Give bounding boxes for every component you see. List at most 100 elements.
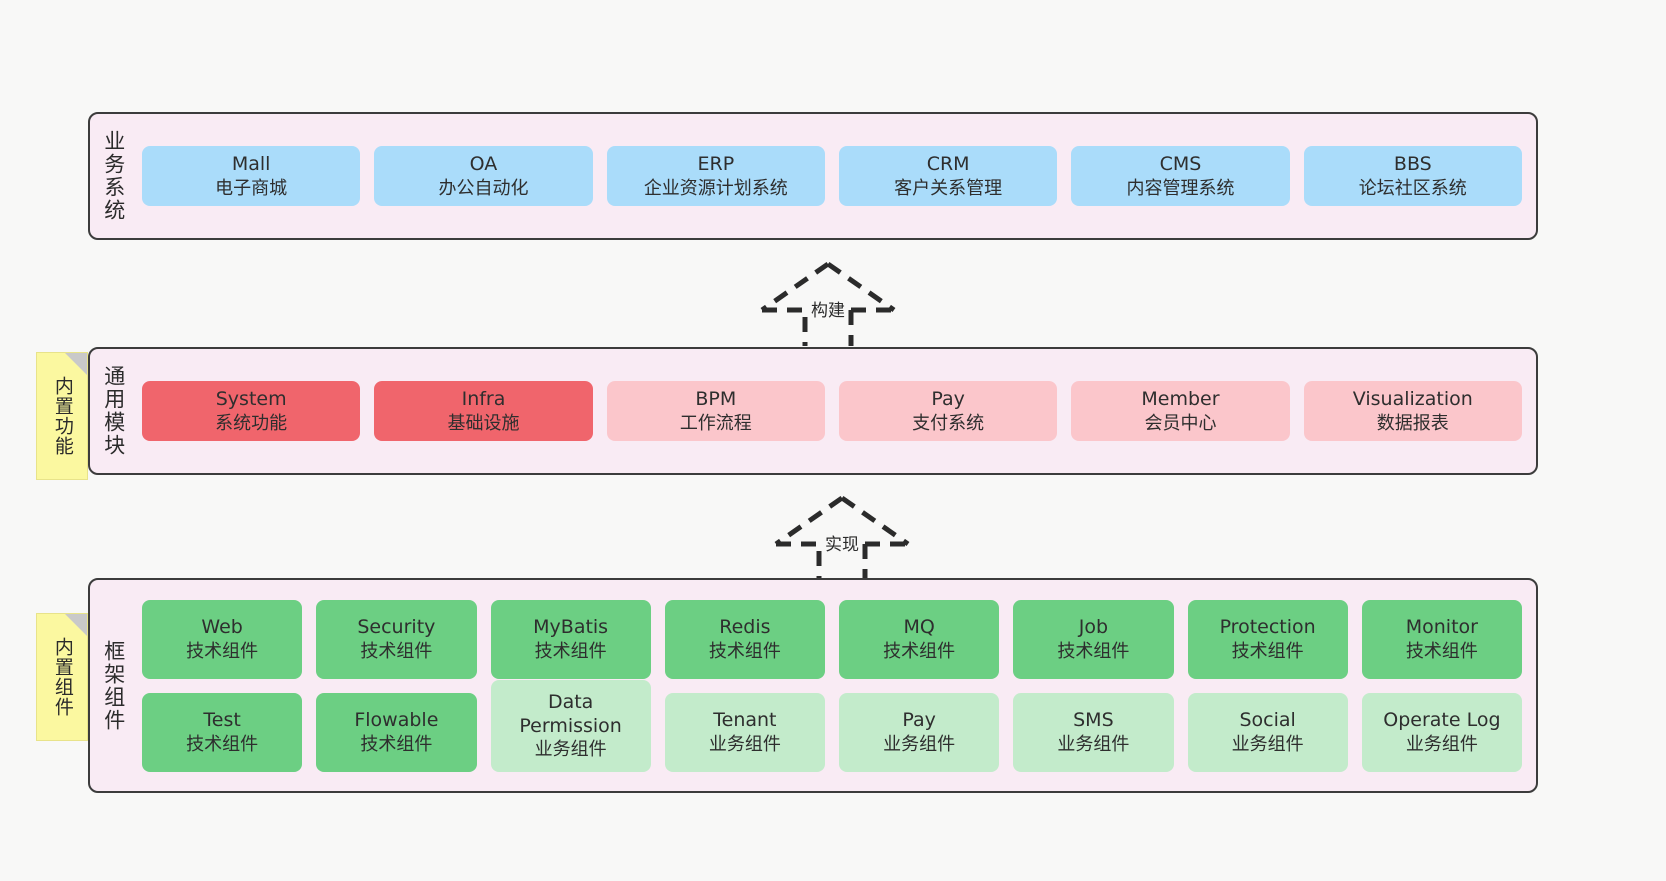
card-subtitle: 业务组件	[1231, 733, 1304, 755]
card-operate-log[interactable]: Operate Log 业务组件	[1361, 692, 1522, 772]
card-subtitle: 会员中心	[1144, 412, 1217, 434]
card-flowable[interactable]: Flowable 技术组件	[316, 692, 477, 772]
card-title: Security	[357, 616, 436, 639]
card-pay[interactable]: Pay 支付系统	[838, 381, 1058, 441]
sticky-note-builtin-functions: 内置功能	[36, 352, 88, 480]
card-row-technical: Web 技术组件 Security 技术组件 MyBatis 技术组件 Redi…	[142, 599, 1522, 679]
card-subtitle: 业务组件	[1405, 733, 1478, 755]
card-title: Web	[201, 616, 243, 639]
card-title: System	[215, 388, 287, 411]
card-crm[interactable]: CRM 客户关系管理	[838, 146, 1058, 206]
card-title: Redis	[719, 616, 771, 639]
card-infra[interactable]: Infra 基础设施	[374, 381, 593, 441]
card-subtitle: 论坛社区系统	[1358, 177, 1467, 199]
layer-body-common: System 系统功能 Infra 基础设施 BPM 工作流程 Pay 支付系统…	[136, 349, 1536, 473]
card-subtitle: 基础设施	[447, 412, 520, 434]
layer-caption-framework: 框架组件	[101, 639, 126, 732]
card-mall[interactable]: Mall 电子商城	[142, 146, 361, 206]
card-subtitle: 客户关系管理	[894, 177, 1003, 199]
card-title: Pay	[931, 388, 965, 411]
card-row: System 系统功能 Infra 基础设施 BPM 工作流程 Pay 支付系统…	[142, 381, 1522, 441]
card-protection[interactable]: Protection 技术组件	[1187, 599, 1348, 679]
sticky-note-label: 内置组件	[51, 637, 74, 717]
card-title: Protection	[1219, 616, 1316, 639]
card-subtitle: 业务组件	[1057, 733, 1130, 755]
card-system[interactable]: System 系统功能	[142, 381, 361, 441]
card-title: Pay	[902, 709, 936, 732]
card-subtitle: 技术组件	[1405, 640, 1478, 662]
card-web[interactable]: Web 技术组件	[142, 599, 303, 679]
card-title: Visualization	[1352, 388, 1473, 411]
card-title: CMS	[1159, 153, 1202, 176]
card-monitor[interactable]: Monitor 技术组件	[1361, 599, 1522, 679]
card-title: Social	[1239, 709, 1296, 732]
build-arrow-icon	[760, 261, 896, 346]
card-subtitle: 业务组件	[883, 733, 956, 755]
connector-label: 构建	[808, 296, 848, 321]
card-subtitle: 数据报表	[1376, 412, 1449, 434]
card-bbs[interactable]: BBS 论坛社区系统	[1303, 146, 1522, 206]
card-title: Data Permission	[519, 690, 622, 737]
card-security[interactable]: Security 技术组件	[316, 599, 477, 679]
card-subtitle: 技术组件	[534, 640, 607, 662]
card-title: Mall	[231, 153, 271, 176]
card-oa[interactable]: OA 办公自动化	[374, 146, 593, 206]
card-subtitle: 技术组件	[186, 733, 259, 755]
layer-framework-components: 框架组件 Web 技术组件 Security 技术组件 MyBatis 技术组件…	[88, 578, 1538, 793]
connector-build: 构建	[758, 258, 898, 348]
card-member[interactable]: Member 会员中心	[1071, 381, 1290, 441]
implement-arrow-icon	[774, 495, 910, 580]
card-subtitle: 技术组件	[360, 733, 433, 755]
card-erp[interactable]: ERP 企业资源计划系统	[606, 146, 825, 206]
card-redis[interactable]: Redis 技术组件	[664, 599, 825, 679]
card-test[interactable]: Test 技术组件	[142, 692, 303, 772]
card-tenant[interactable]: Tenant 业务组件	[664, 692, 825, 772]
card-subtitle: 技术组件	[1231, 640, 1304, 662]
card-mq[interactable]: MQ 技术组件	[839, 599, 1000, 679]
card-job[interactable]: Job 技术组件	[1013, 599, 1174, 679]
card-subtitle: 技术组件	[360, 640, 433, 662]
card-row-business: Test 技术组件 Flowable 技术组件 Data Permission …	[142, 679, 1522, 772]
card-data-permission[interactable]: Data Permission 业务组件	[490, 679, 651, 772]
connector-label: 实现	[822, 530, 862, 555]
card-title: Flowable	[354, 709, 439, 732]
card-subtitle: 办公自动化	[438, 177, 529, 199]
layer-caption-business: 业务系统	[101, 130, 126, 222]
card-title: MyBatis	[533, 616, 609, 639]
card-sms[interactable]: SMS 业务组件	[1013, 692, 1174, 772]
card-title: Job	[1078, 616, 1109, 639]
card-mybatis[interactable]: MyBatis 技术组件	[490, 599, 651, 679]
sticky-note-builtin-components: 内置组件	[36, 613, 88, 741]
card-bpm[interactable]: BPM 工作流程	[606, 381, 825, 441]
card-title: Operate Log	[1383, 709, 1501, 732]
card-social[interactable]: Social 业务组件	[1187, 692, 1348, 772]
card-title: ERP	[697, 153, 735, 176]
card-subtitle: 技术组件	[708, 640, 781, 662]
card-title: OA	[469, 153, 498, 176]
card-title: Test	[203, 709, 241, 732]
card-title: BBS	[1393, 153, 1432, 176]
layer-caption-common: 通用模块	[101, 365, 126, 457]
card-subtitle: 技术组件	[186, 640, 259, 662]
card-title: Tenant	[713, 709, 777, 732]
page-fold-icon	[65, 353, 87, 375]
card-visualization[interactable]: Visualization 数据报表	[1303, 381, 1522, 441]
card-row: Mall 电子商城 OA 办公自动化 ERP 企业资源计划系统 CRM 客户关系…	[142, 146, 1522, 206]
card-subtitle: 企业资源计划系统	[643, 177, 788, 199]
layer-body-framework: Web 技术组件 Security 技术组件 MyBatis 技术组件 Redi…	[136, 580, 1536, 791]
card-subtitle: 业务组件	[708, 733, 781, 755]
sticky-note-label: 内置功能	[51, 376, 74, 456]
card-subtitle: 支付系统	[912, 412, 985, 434]
card-subtitle: 工作流程	[679, 412, 752, 434]
layer-business-systems: 业务系统 Mall 电子商城 OA 办公自动化 ERP 企业资源计划系统 CRM…	[88, 112, 1538, 240]
card-title: CRM	[926, 153, 970, 176]
card-title: SMS	[1073, 709, 1114, 732]
page-fold-icon	[65, 614, 87, 636]
card-subtitle: 技术组件	[883, 640, 956, 662]
card-subtitle: 技术组件	[1057, 640, 1130, 662]
card-pay-business[interactable]: Pay 业务组件	[839, 692, 1000, 772]
card-cms[interactable]: CMS 内容管理系统	[1071, 146, 1290, 206]
card-title: MQ	[903, 616, 935, 639]
card-title: Member	[1141, 388, 1220, 411]
